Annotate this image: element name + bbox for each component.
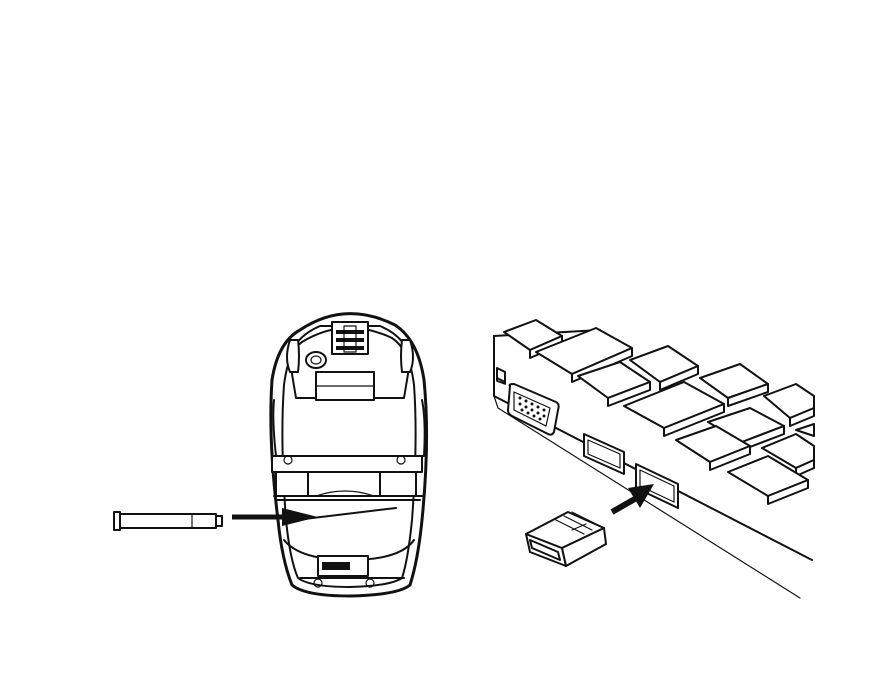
aa-battery-icon	[114, 512, 222, 530]
mouse-underside-icon	[271, 314, 427, 596]
arrow-up-right-icon	[612, 484, 654, 512]
usb-nano-receiver-icon	[526, 512, 606, 566]
